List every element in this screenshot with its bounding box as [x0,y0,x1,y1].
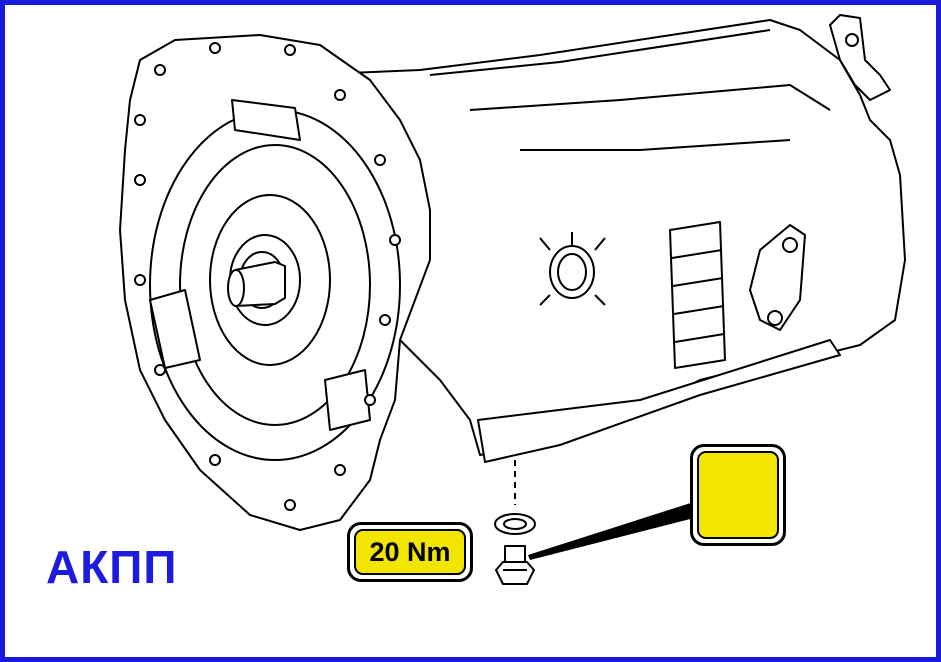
oil-pan [477,339,841,463]
mount-tab [829,14,891,101]
diagram-caption: АКПП [46,541,178,593]
leader-wedge [528,500,702,560]
fluid-badge-inner [697,451,779,539]
torque-value: 20 Nm [354,529,466,575]
case-grille [669,221,726,369]
transmission-case [299,19,906,456]
drain-plug-icon [495,545,535,585]
torque-badge: 20 Nm [347,522,473,582]
fluid-badge [690,444,786,546]
